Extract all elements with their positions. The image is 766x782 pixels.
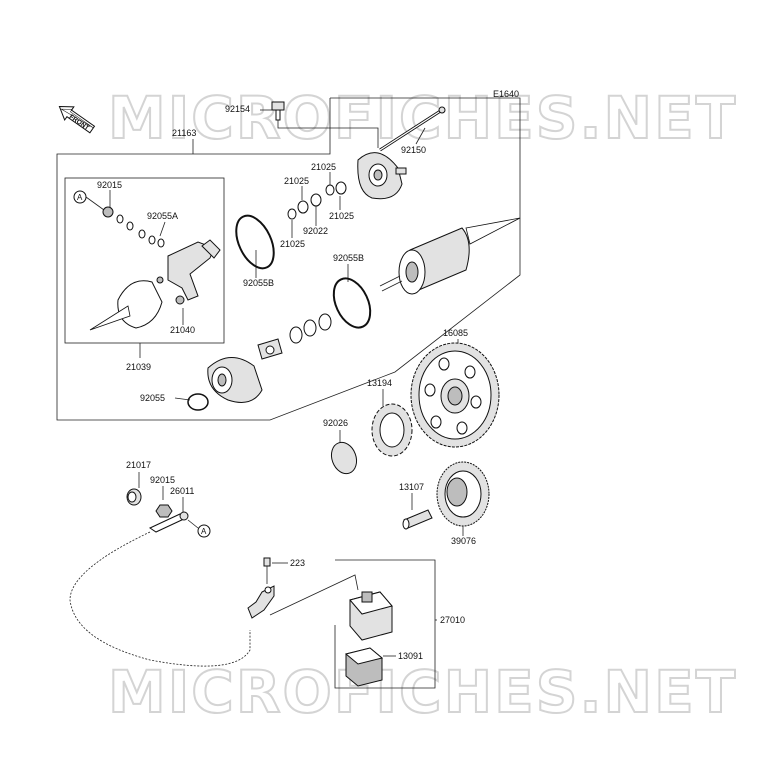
brush-holder-box xyxy=(64,177,225,344)
label-21025-a: 21025 xyxy=(311,162,336,172)
svg-text:A: A xyxy=(77,193,83,202)
label-92150: 92150 xyxy=(401,145,426,155)
label-92055B-a: 92055B xyxy=(243,278,274,288)
label-21040: 21040 xyxy=(170,325,195,335)
label-21017: 21017 xyxy=(126,460,151,470)
watermark-bottom: MICROFICHES.NET xyxy=(108,658,737,726)
diagram-code: E1640 xyxy=(493,89,519,99)
nut-92015 xyxy=(155,504,173,518)
relay-cover-13091 xyxy=(344,647,384,687)
through-bolt-92150 xyxy=(379,106,446,152)
leader-lines xyxy=(109,109,464,657)
label-21039: 21039 xyxy=(126,362,151,372)
ref-marker-a-bottom: A xyxy=(187,519,211,538)
bracket-plate xyxy=(257,338,283,360)
label-21163: 21163 xyxy=(172,128,196,138)
ref-marker-a-top: A xyxy=(73,190,105,211)
label-223: 223 xyxy=(290,558,305,568)
relay-bracket xyxy=(247,557,275,619)
bolt-92154 xyxy=(271,101,285,121)
shaft-13107 xyxy=(402,509,433,530)
label-92026: 92026 xyxy=(323,418,348,428)
o-ring-92055B-lower xyxy=(332,277,372,329)
label-13107: 13107 xyxy=(399,482,424,492)
gear-16085 xyxy=(410,342,500,448)
label-92055A: 92055A xyxy=(147,211,178,221)
rear-cover xyxy=(357,152,407,200)
gear-39076 xyxy=(436,461,490,527)
cable-boot-21017 xyxy=(126,488,142,506)
relay-link-line xyxy=(269,574,359,616)
label-92154: 92154 xyxy=(225,104,250,114)
svg-text:A: A xyxy=(201,527,207,536)
relay-group-box xyxy=(334,559,436,689)
label-39076: 39076 xyxy=(451,536,476,546)
starter-relay-27010 xyxy=(349,591,393,641)
brush-holder-parts xyxy=(89,206,221,331)
front-cover xyxy=(207,357,263,403)
washer-stack xyxy=(287,181,347,220)
label-13194: 13194 xyxy=(367,378,392,388)
o-ring-92055B-upper xyxy=(235,214,275,270)
washers-middle xyxy=(289,313,332,344)
label-92055B-b: 92055B xyxy=(333,253,364,263)
label-13091: 13091 xyxy=(398,651,423,661)
label-92015-b: 92015 xyxy=(150,475,175,485)
washer-92026 xyxy=(330,441,358,475)
cable-terminal-26011 xyxy=(148,511,189,533)
label-27010: 27010 xyxy=(440,615,465,625)
label-21025-d: 21025 xyxy=(280,239,305,249)
o-ring-92055 xyxy=(187,393,209,411)
motor-yoke xyxy=(379,217,521,295)
watermark-top: MICROFICHES.NET xyxy=(108,84,737,152)
label-21025-c: 21025 xyxy=(329,211,354,221)
starter-cable xyxy=(69,531,251,667)
label-16085: 16085 xyxy=(443,328,468,338)
label-26011: 26011 xyxy=(170,486,194,496)
clutch-13194 xyxy=(371,403,413,457)
assembly-outline xyxy=(56,97,521,421)
label-92055: 92055 xyxy=(140,393,165,403)
label-21025-b: 21025 xyxy=(284,176,309,186)
front-arrow-icon: FRONT xyxy=(58,106,96,134)
label-92022: 92022 xyxy=(303,226,328,236)
label-92015-a: 92015 xyxy=(97,180,122,190)
